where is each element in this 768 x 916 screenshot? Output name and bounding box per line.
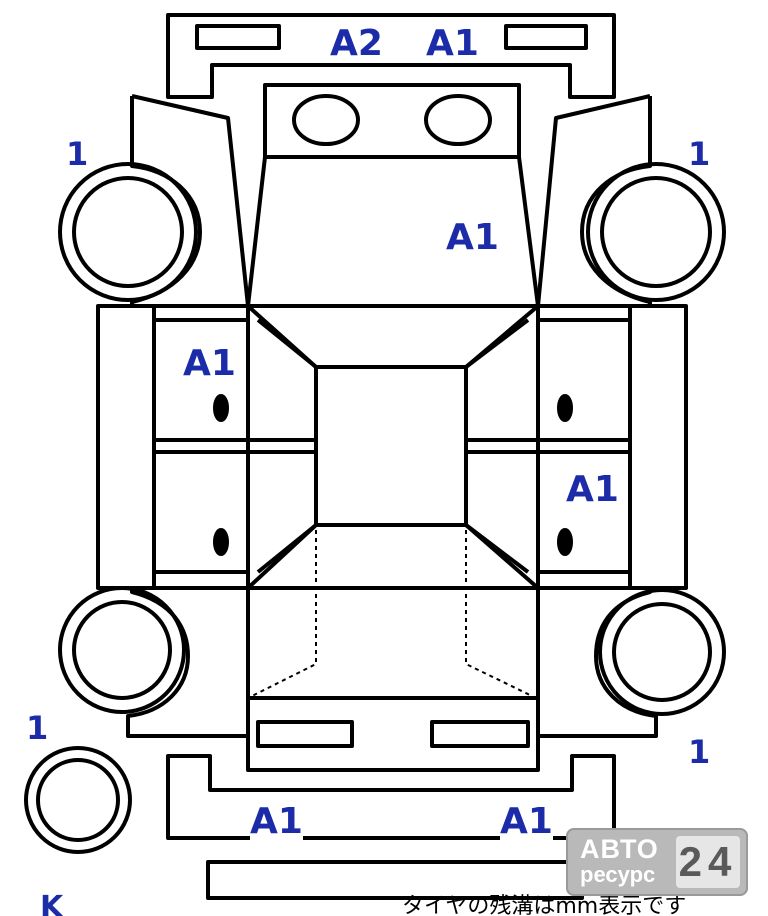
mark-rear-bumper-left-a1: A1 <box>250 801 303 842</box>
mark-right-rear-door-a1: A1 <box>566 469 619 510</box>
mark-front-bumper-a2: A2 <box>328 23 385 64</box>
mark-rear-bumper-right-a1: A1 <box>500 801 553 842</box>
front-left-light <box>195 24 281 50</box>
rear-left-light <box>256 720 354 748</box>
logo-digits: 24 <box>676 836 740 888</box>
tread-depth-footnote: タイヤの残溝はmm表示です <box>402 894 687 916</box>
front-bumper <box>166 13 616 99</box>
mark-hood-a1: A1 <box>446 217 499 258</box>
mark-front-bumper-a1: A1 <box>424 23 481 64</box>
trunk <box>246 588 540 772</box>
wheel-front-left <box>58 162 198 302</box>
mark-wheel-front-right: 1 <box>688 135 711 173</box>
avtoresurs-logo: АВТО ресурс 24 <box>566 828 748 896</box>
front-right-light <box>504 24 588 50</box>
wheel-rear-left <box>58 586 186 714</box>
wheel-front-right <box>586 162 726 302</box>
mark-left-front-door-a1: A1 <box>183 343 236 384</box>
wheel-rear-right <box>598 588 726 716</box>
left-rear-fender <box>126 586 248 738</box>
spare-label: K <box>40 890 64 916</box>
mark-wheel-rear-right: 1 <box>688 733 711 771</box>
mark-wheel-front-left: 1 <box>66 135 89 173</box>
hood <box>246 156 540 307</box>
rear-right-light <box>430 720 530 748</box>
wheel-spare <box>24 746 132 854</box>
left-headlamp <box>292 94 360 146</box>
logo-top-text: АВТО <box>580 834 659 864</box>
right-headlamp <box>424 94 492 146</box>
logo-bottom-text: ресурс <box>580 862 656 887</box>
rear-plate-bar <box>206 860 584 900</box>
rear-bumper <box>166 754 616 840</box>
roof <box>314 365 468 527</box>
mark-wheel-rear-left: 1 <box>26 709 49 747</box>
windshield <box>263 83 521 159</box>
